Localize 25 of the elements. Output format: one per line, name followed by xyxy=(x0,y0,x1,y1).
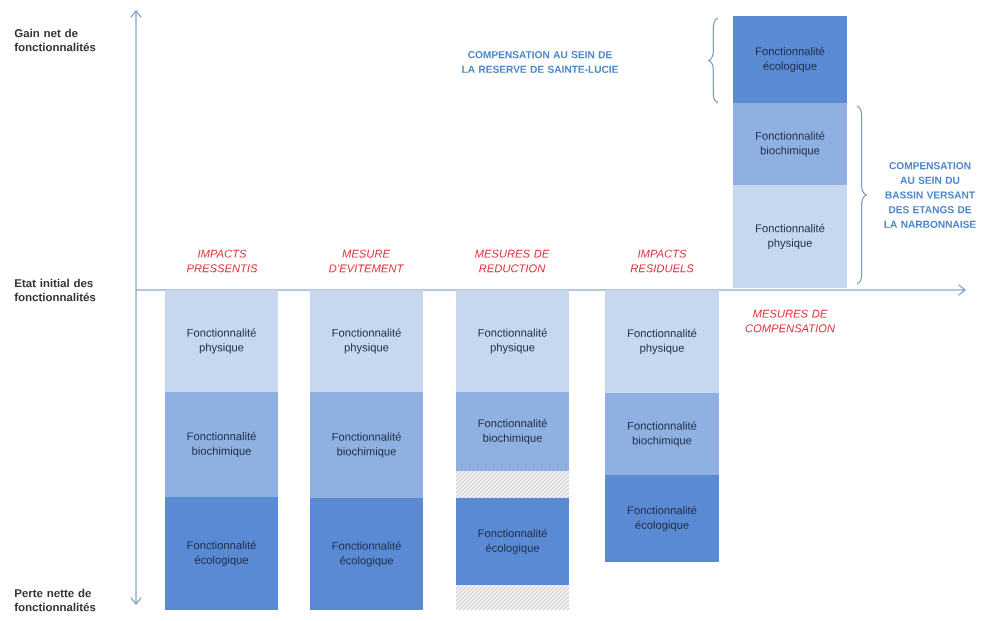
function-block: Fonctionnalité biochimique xyxy=(456,392,569,471)
bracket-label: COMPENSATION AU SEIN DE LA RESERVE DE SAINTE-LUCIE xyxy=(462,51,619,73)
function-block: Fonctionnalité écologique xyxy=(605,475,719,562)
axis-label: Gain net de fonctionnalités xyxy=(14,28,96,52)
column-heading: IMPACTS RESIDUELS xyxy=(630,249,694,273)
function-block: Fonctionnalité biochimique xyxy=(605,393,719,475)
column-heading: MESURES DE COMPENSATION xyxy=(745,309,835,333)
axis-label: Etat initial des fonctionnalités xyxy=(14,278,96,302)
column-heading: IMPACTS PRESSENTIS xyxy=(186,249,258,273)
function-block: Fonctionnalité physique xyxy=(733,185,847,288)
function-block: Fonctionnalité écologique xyxy=(733,16,847,103)
function-block: Fonctionnalité écologique xyxy=(165,497,278,610)
column-heading: MESURES DE REDUCTION xyxy=(475,249,550,273)
axis-label: Perte nette de fonctionnalités xyxy=(14,588,96,612)
function-block: Fonctionnalité physique xyxy=(310,290,423,392)
function-block: Fonctionnalité biochimique xyxy=(733,103,847,185)
function-block: Fonctionnalité biochimique xyxy=(165,392,278,497)
function-block: Fonctionnalité écologique xyxy=(456,498,569,585)
function-block: Fonctionnalité physique xyxy=(165,290,278,392)
bracket-label: COMPENSATION AU SEIN DU BASSIN VERSANT DES ETANGS DE LA NARBONNAISE xyxy=(884,162,976,228)
function-block: Fonctionnalité biochimique xyxy=(310,392,423,498)
function-block: Fonctionnalité physique xyxy=(605,290,719,393)
function-block: Fonctionnalité écologique xyxy=(310,498,423,610)
column-heading: MESURE D’EVITEMENT xyxy=(329,249,404,273)
function-block: Fonctionnalité physique xyxy=(456,290,569,392)
